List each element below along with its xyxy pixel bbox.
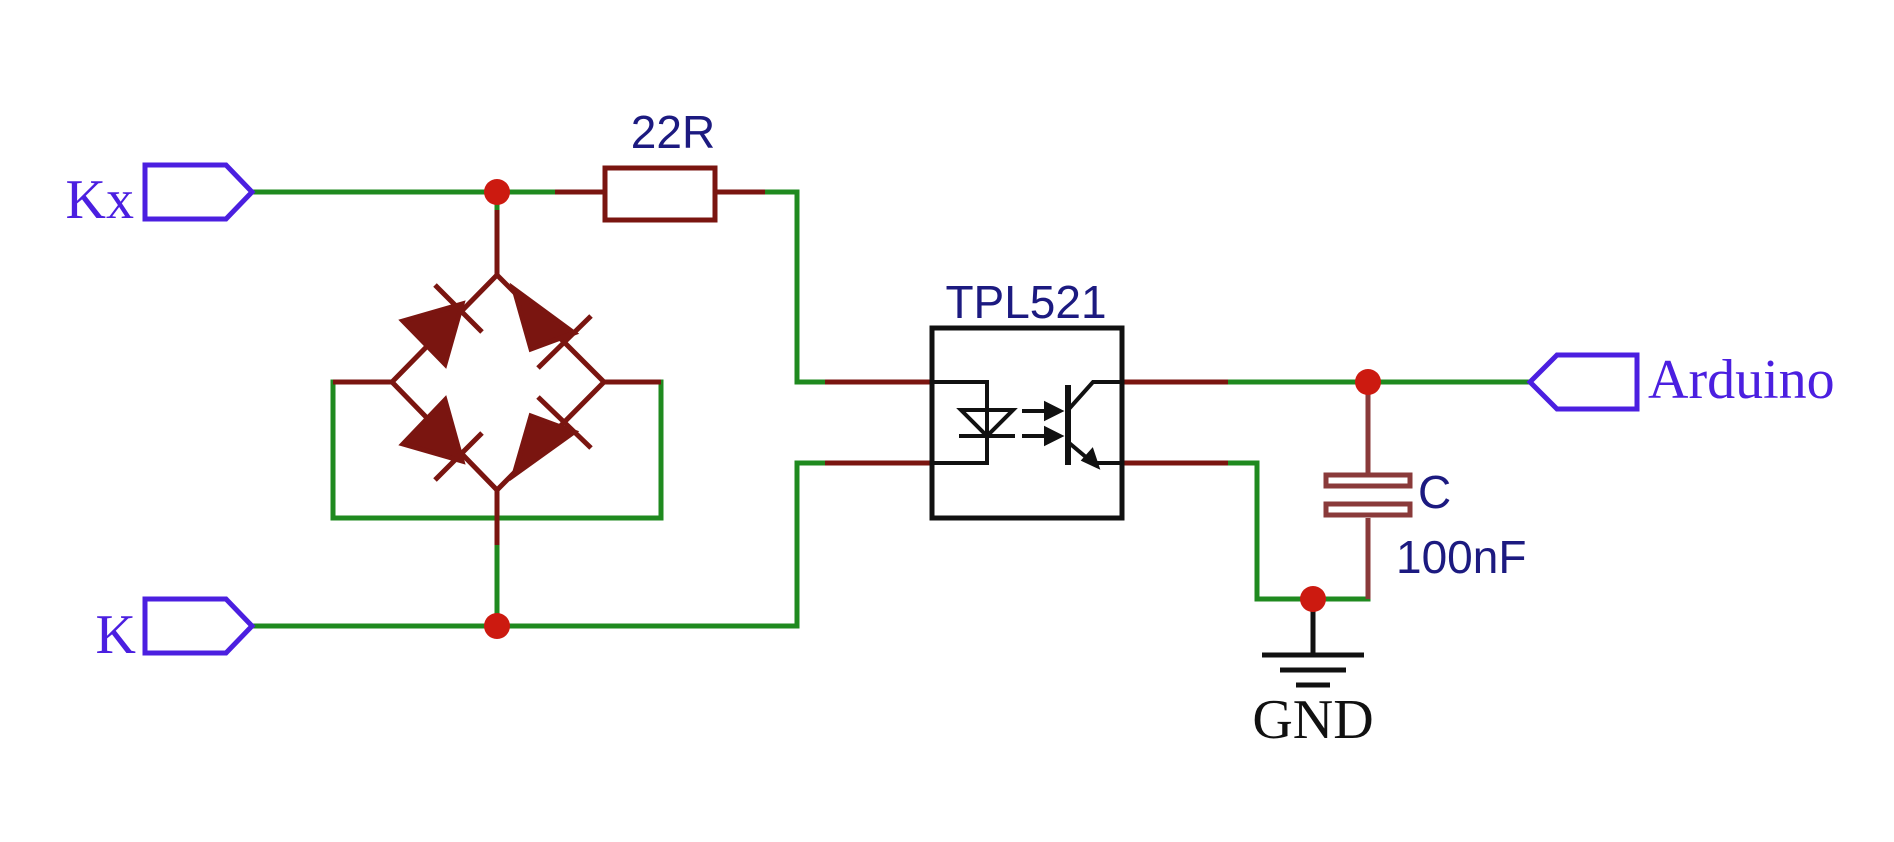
port-k-label: K bbox=[96, 604, 136, 666]
resistor: 22R bbox=[602, 106, 718, 223]
light-arrows-icon bbox=[1022, 400, 1065, 447]
junction-kx bbox=[484, 179, 510, 205]
diode-bridge-icon bbox=[388, 273, 608, 494]
capacitor: C 100nF bbox=[1323, 382, 1526, 599]
capacitor-plate-bottom bbox=[1323, 501, 1413, 518]
diode-d1 bbox=[398, 283, 484, 369]
port-arduino: Arduino bbox=[1526, 349, 1835, 412]
port-kx-label: Kx bbox=[66, 169, 134, 231]
junctions bbox=[484, 179, 1381, 639]
junction-gnd bbox=[1300, 586, 1326, 612]
capacitor-plate-top bbox=[1323, 472, 1413, 489]
port-k-flag bbox=[142, 596, 256, 656]
wire-k-to-opto bbox=[494, 460, 828, 629]
wire-emitter-to-gnd bbox=[1225, 460, 1371, 602]
component-leads bbox=[333, 189, 1228, 545]
resistor-label: 22R bbox=[631, 106, 715, 158]
port-arduino-flag bbox=[1526, 352, 1640, 412]
junction-arduino bbox=[1355, 369, 1381, 395]
optocoupler-body bbox=[929, 325, 1125, 521]
diode-d2 bbox=[509, 282, 593, 370]
capacitor-name: C bbox=[1418, 466, 1451, 518]
port-k: K bbox=[96, 596, 256, 666]
port-kx-flag bbox=[142, 162, 256, 222]
ground-label: GND bbox=[1252, 689, 1373, 751]
wire-resistor-to-opto bbox=[762, 189, 828, 385]
capacitor-value: 100nF bbox=[1396, 531, 1526, 583]
optocoupler: TPL521 bbox=[929, 276, 1125, 521]
led-icon bbox=[932, 380, 1018, 465]
junction-k bbox=[484, 613, 510, 639]
diode-d3 bbox=[398, 395, 484, 482]
port-arduino-label: Arduino bbox=[1648, 349, 1835, 411]
port-kx: Kx bbox=[66, 162, 256, 231]
diode-d4 bbox=[509, 395, 593, 482]
ground-icon bbox=[1262, 599, 1364, 688]
phototransistor-icon bbox=[1065, 380, 1122, 470]
resistor-body bbox=[602, 165, 718, 223]
optocoupler-label: TPL521 bbox=[945, 276, 1106, 328]
